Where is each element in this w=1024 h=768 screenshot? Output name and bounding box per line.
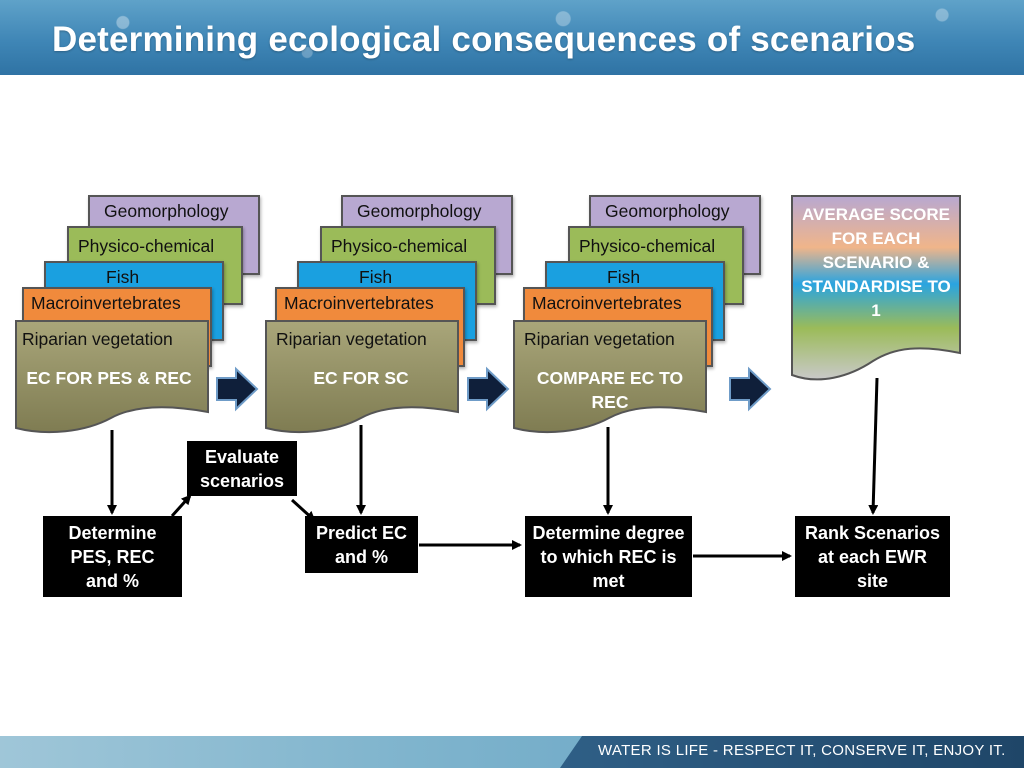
stack-2-riparian-label: Riparian vegetation bbox=[276, 329, 427, 349]
predict-ec-box: Predict EC and % bbox=[305, 516, 418, 573]
stack-2-riparian-doc bbox=[265, 320, 459, 434]
stack-2-macroinvertebrates-label: Macroinvertebrates bbox=[284, 293, 434, 313]
stack-3-fish-label: Fish bbox=[607, 267, 641, 287]
stack-3-geomorphology-label: Geomorphology bbox=[605, 201, 730, 221]
stack-1-geomorphology-label: Geomorphology bbox=[104, 201, 229, 221]
page-title: Determining ecological consequences of s… bbox=[52, 20, 916, 59]
stack-1-macroinvertebrates-label: Macroinvertebrates bbox=[31, 293, 181, 313]
stack-1-fish-label: Fish bbox=[106, 267, 140, 287]
stack-2-fish-label: Fish bbox=[359, 267, 393, 287]
flow-arrow-icon-2 bbox=[467, 366, 510, 412]
average-score-doc bbox=[791, 195, 961, 381]
stack-3-macroinvertebrates-label: Macroinvertebrates bbox=[532, 293, 682, 313]
rank-scenarios-box: Rank Scenarios at each EWR site bbox=[795, 516, 950, 597]
stack-3-riparian-doc bbox=[513, 320, 707, 434]
stack-3-physico-chemical-label: Physico-chemical bbox=[579, 236, 716, 256]
stack-1-riparian-label: Riparian vegetation bbox=[22, 329, 173, 349]
connector-determine-to-evaluate bbox=[170, 494, 192, 518]
average-score-label: AVERAGE SCORE FOR EACH SCENARIO & STANDA… bbox=[801, 205, 951, 320]
stack-3-ec-label: COMPARE EC TO REC bbox=[536, 368, 684, 412]
header-banner: Determining ecological consequences of s… bbox=[0, 0, 1024, 75]
determine-degree-box: Determine degree to which REC is met bbox=[525, 516, 692, 597]
stack-3-riparian-label: Riparian vegetation bbox=[524, 329, 675, 349]
determine-pes-box: Determine PES, REC and % bbox=[43, 516, 182, 597]
stack-1-ec-label: EC FOR PES & REC bbox=[26, 368, 192, 388]
evaluate-scenarios-box: Evaluate scenarios bbox=[187, 441, 297, 496]
flow-arrow-icon-3 bbox=[729, 366, 772, 412]
connector-average-to-rank bbox=[868, 377, 879, 515]
stack-1-physico-chemical-label: Physico-chemical bbox=[78, 236, 215, 256]
footer-slogan: WATER IS LIFE - RESPECT IT, CONSERVE IT,… bbox=[598, 742, 1006, 759]
stack-2-geomorphology-label: Geomorphology bbox=[357, 201, 482, 221]
stack-2-physico-chemical-label: Physico-chemical bbox=[331, 236, 468, 256]
footer-dark-band bbox=[560, 736, 1024, 768]
stack-1-riparian-doc bbox=[15, 320, 209, 434]
flow-arrow-icon-1 bbox=[216, 366, 259, 412]
stack-2-ec-label: EC FOR SC bbox=[313, 368, 409, 388]
